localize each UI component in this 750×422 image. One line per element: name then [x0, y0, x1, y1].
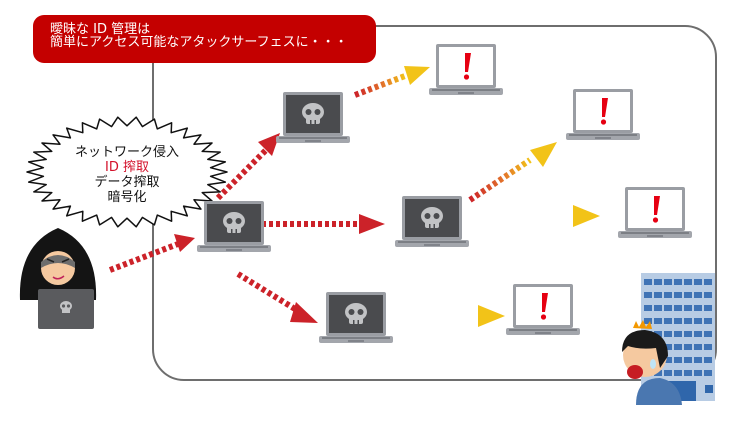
building-window — [654, 318, 662, 324]
building-window — [674, 305, 682, 311]
building-window — [684, 331, 692, 337]
arrow-top-to-alert-1 — [353, 66, 430, 98]
building-window — [654, 331, 662, 337]
building-window — [684, 318, 692, 324]
building-window — [684, 370, 692, 376]
arrow-hub-to-top — [215, 133, 280, 201]
building-window — [674, 318, 682, 324]
infected-laptop-top — [276, 92, 350, 143]
building-window — [674, 370, 682, 376]
attack-arrows — [108, 66, 600, 327]
arrow-hub-to-bottom — [236, 271, 318, 323]
infected-laptop-middle — [395, 196, 469, 247]
hacker-figure — [19, 228, 97, 329]
bubble-line-network-intrusion: ネットワーク侵入 — [74, 145, 179, 160]
building-window — [694, 318, 702, 324]
building-window — [704, 305, 712, 311]
building-window — [664, 318, 672, 324]
arrow-middle-to-alert-3 — [474, 205, 600, 227]
building-window — [664, 305, 672, 311]
alert-laptop-1 — [429, 44, 503, 95]
arrow-middle-to-alert-2 — [468, 142, 557, 203]
building-window — [704, 344, 712, 350]
building-window — [694, 305, 702, 311]
building-window — [644, 305, 652, 311]
arrow-bottom-to-alert-4 — [393, 305, 505, 327]
building-window — [704, 357, 712, 363]
building-window — [664, 344, 672, 350]
bubble-text: ネットワーク侵入 ID 搾取 データ搾取 暗号化 — [52, 145, 202, 205]
building-window — [664, 370, 672, 376]
building-window — [674, 344, 682, 350]
building-window — [684, 292, 692, 298]
building-window — [654, 370, 662, 376]
building-window — [674, 331, 682, 337]
building-window — [674, 292, 682, 298]
victim-company — [622, 273, 715, 405]
warning-banner: 曖昧な ID 管理は 簡単にアクセス可能なアタックサーフェスに・・・ — [33, 15, 376, 63]
building-window — [694, 370, 702, 376]
building-window — [654, 279, 662, 285]
building-window — [664, 331, 672, 337]
building-window — [694, 331, 702, 337]
arrow-hub-to-middle — [262, 214, 385, 234]
building-window — [704, 292, 712, 298]
alert-laptop-4 — [506, 284, 580, 335]
alert-laptop-2 — [566, 89, 640, 140]
building-window — [704, 370, 712, 376]
banner-line-1: 曖昧な ID 管理は — [50, 22, 151, 37]
bubble-line-encryption: 暗号化 — [107, 190, 147, 205]
building-window — [664, 279, 672, 285]
worried-employee — [622, 320, 682, 405]
building-window — [694, 357, 702, 363]
banner-line-2: 簡単にアクセス可能なアタックサーフェスに・・・ — [50, 35, 348, 50]
building-window — [694, 344, 702, 350]
building-window — [694, 292, 702, 298]
building-window — [654, 305, 662, 311]
building-window — [674, 357, 682, 363]
bubble-line-id-theft: ID 搾取 — [105, 160, 149, 175]
building-window — [644, 318, 652, 324]
alert-laptop-3 — [618, 187, 692, 238]
infected-laptop-bottom — [319, 292, 393, 343]
building-window — [654, 292, 662, 298]
building-window — [664, 357, 672, 363]
building-window — [644, 292, 652, 298]
building-window — [684, 344, 692, 350]
infected-laptop-hub — [197, 201, 271, 252]
building-window — [684, 279, 692, 285]
arrow-hacker-to-hub — [108, 234, 195, 273]
building-window — [704, 331, 712, 337]
building-window — [694, 279, 702, 285]
building-window — [674, 279, 682, 285]
building-window — [684, 305, 692, 311]
shout-bubble — [26, 116, 228, 228]
building-window — [704, 279, 712, 285]
building-window — [644, 279, 652, 285]
building-window — [664, 292, 672, 298]
building-window — [704, 318, 712, 324]
building-window — [684, 357, 692, 363]
bubble-line-data-theft: データ搾取 — [94, 175, 160, 190]
